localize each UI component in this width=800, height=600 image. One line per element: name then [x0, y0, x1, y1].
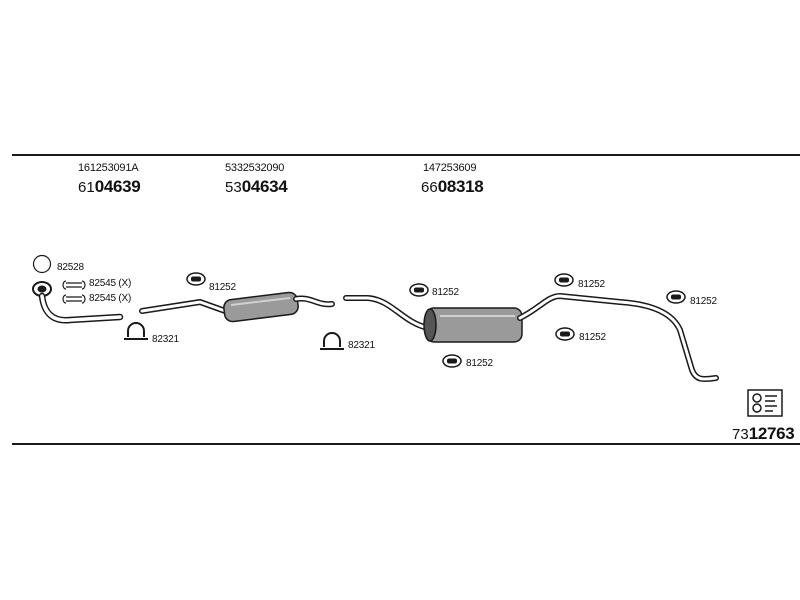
u-clamp-icon	[320, 332, 344, 350]
oem-number-middle-silencer: 5332532090	[225, 162, 285, 174]
part-number-main: 12763	[748, 424, 795, 443]
rear-silencer	[343, 293, 719, 382]
front-pipe	[32, 281, 124, 324]
clamp-icon	[62, 280, 86, 290]
middle-silencer	[139, 291, 335, 323]
label-hanger: 81252	[466, 358, 493, 369]
part-number-prefix: 53	[225, 179, 242, 196]
clamp-icon	[62, 294, 86, 304]
label-hanger: 81252	[432, 287, 459, 298]
part-number-prefix: 66	[421, 179, 438, 196]
label-u-clamp: 82321	[348, 340, 375, 351]
hanger-icon	[555, 327, 575, 341]
top-divider	[12, 154, 800, 156]
part-number-rear-silencer: 6608318	[421, 177, 484, 196]
label-hanger: 81252	[209, 282, 236, 293]
hanger-icon	[554, 273, 574, 287]
hanger-icon	[409, 283, 429, 297]
oem-number-rear-silencer: 147253609	[423, 162, 477, 174]
hanger-icon	[442, 354, 462, 368]
oem-number-front-pipe: 161253091A	[78, 162, 139, 174]
part-number-mounting-kit: 7312763	[732, 424, 795, 443]
label-clamp: 82545 (X)	[89, 278, 132, 289]
hanger-icon	[666, 290, 686, 304]
label-clamp: 82545 (X)	[89, 293, 132, 304]
part-number-main: 04634	[241, 177, 288, 196]
mounting-kit-icon	[747, 389, 783, 417]
part-number-main: 04639	[94, 177, 141, 196]
part-number-front-pipe: 6104639	[78, 177, 141, 196]
part-number-prefix: 61	[78, 179, 95, 196]
part-number-prefix: 73	[732, 426, 749, 443]
bottom-divider	[12, 443, 800, 445]
u-clamp-icon	[124, 322, 148, 340]
hanger-icon	[186, 272, 206, 286]
part-number-middle-silencer: 5304634	[225, 177, 288, 196]
label-hanger: 81252	[579, 332, 606, 343]
label-hanger: 81252	[578, 279, 605, 290]
gasket-ring-icon	[32, 254, 52, 274]
label-hanger: 81252	[690, 296, 717, 307]
part-number-main: 08318	[437, 177, 484, 196]
label-gasket-ring: 82528	[57, 262, 84, 273]
label-u-clamp: 82321	[152, 334, 179, 345]
